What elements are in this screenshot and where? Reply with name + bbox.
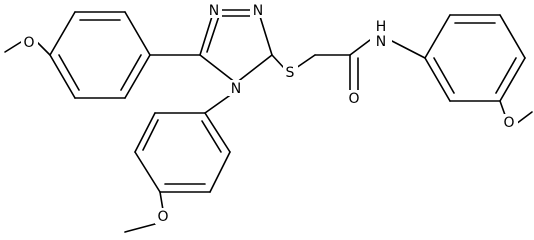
bond-o-methyl <box>124 223 156 233</box>
ring-bond <box>209 151 231 193</box>
ring-bond <box>49 54 76 99</box>
atom-methoxy-oxygen-right: O <box>503 115 514 131</box>
aryl-ring-top-left <box>4 11 201 99</box>
ring-bond <box>134 151 161 193</box>
aryl-ring-bottom <box>124 90 237 233</box>
bond-aryl-o <box>499 100 506 116</box>
bond-c5-n2-double <box>206 15 220 53</box>
bond-aryl-o <box>36 41 51 56</box>
ring-double-bond <box>58 54 80 91</box>
bond-n4-c5 <box>199 54 237 84</box>
ring-bond <box>49 11 76 56</box>
bond-aryl-o <box>159 191 164 211</box>
atom-amide-hydrogen: H <box>376 19 387 35</box>
atom-methoxy-oxygen-bottom: O <box>157 209 168 225</box>
ring-bond <box>134 112 156 153</box>
ring-double-bond <box>120 54 142 91</box>
atom-n-triazole-1: N <box>209 3 219 19</box>
bond-o-methyl <box>4 41 22 53</box>
atom-sulfur: S <box>286 65 295 81</box>
atom-methoxy-oxygen-top-left: O <box>23 35 34 51</box>
aryl-ring-right <box>424 14 533 125</box>
atom-n-triazole-2: N <box>253 3 263 19</box>
atom-amide-nitrogen: N <box>376 34 386 50</box>
atom-n-triazole-4: N <box>231 81 241 97</box>
ring-bond <box>124 54 151 99</box>
ring-double-bond <box>495 57 517 94</box>
ring-double-bond <box>201 120 222 153</box>
thioacetamide-chain <box>271 39 426 91</box>
bond-carbonyl-n <box>349 39 371 56</box>
ring-bond <box>124 11 151 56</box>
bond-n-aryl <box>389 39 426 59</box>
ring-bond <box>499 14 526 59</box>
ring-bond <box>204 112 231 153</box>
bond-o-methyl <box>515 111 533 125</box>
ring-bond <box>424 14 451 59</box>
atom-amide-oxygen: O <box>348 91 359 107</box>
ring-bond <box>424 57 451 102</box>
ring-bond <box>499 57 526 102</box>
ring-double-bond <box>433 57 455 94</box>
bond-c3-n4 <box>235 54 273 84</box>
bond-c3-s <box>271 54 285 69</box>
atom-labels: N N N S O H N O O O <box>21 2 518 225</box>
ring-double-bond <box>142 119 159 151</box>
bond-s-ch2 <box>295 54 316 69</box>
triazole-ring <box>199 9 273 84</box>
